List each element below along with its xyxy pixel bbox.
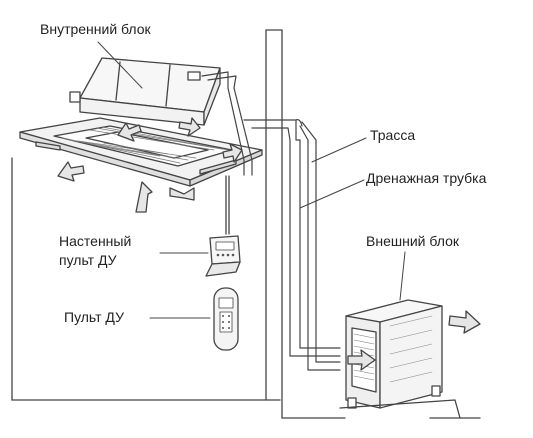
- drain-pipe: [299, 121, 341, 371]
- refrigerant-route-pipe: [201, 71, 341, 357]
- label-indoor-unit: Внутренний блок: [40, 21, 151, 37]
- building-wall: [11, 29, 481, 419]
- wall-remote-control: [205, 175, 241, 277]
- label-remote: Пульт ДУ: [64, 309, 124, 325]
- label-outdoor-unit: Внешний блок: [366, 233, 459, 249]
- label-drain-pipe: Дренажная трубка: [366, 170, 487, 186]
- leader-lines: [97, 41, 406, 319]
- handheld-remote-control: [213, 287, 239, 351]
- indoor-cassette-unit: [19, 57, 263, 187]
- label-wall-remote-line1: Настенный: [59, 233, 132, 249]
- indoor-airflow-arrows: [57, 117, 243, 213]
- outdoor-airflow-arrows: [347, 310, 481, 371]
- label-route: Трасса: [370, 127, 416, 143]
- outdoor-unit: [339, 299, 461, 419]
- label-wall-remote-line2: пульт ДУ: [59, 252, 117, 268]
